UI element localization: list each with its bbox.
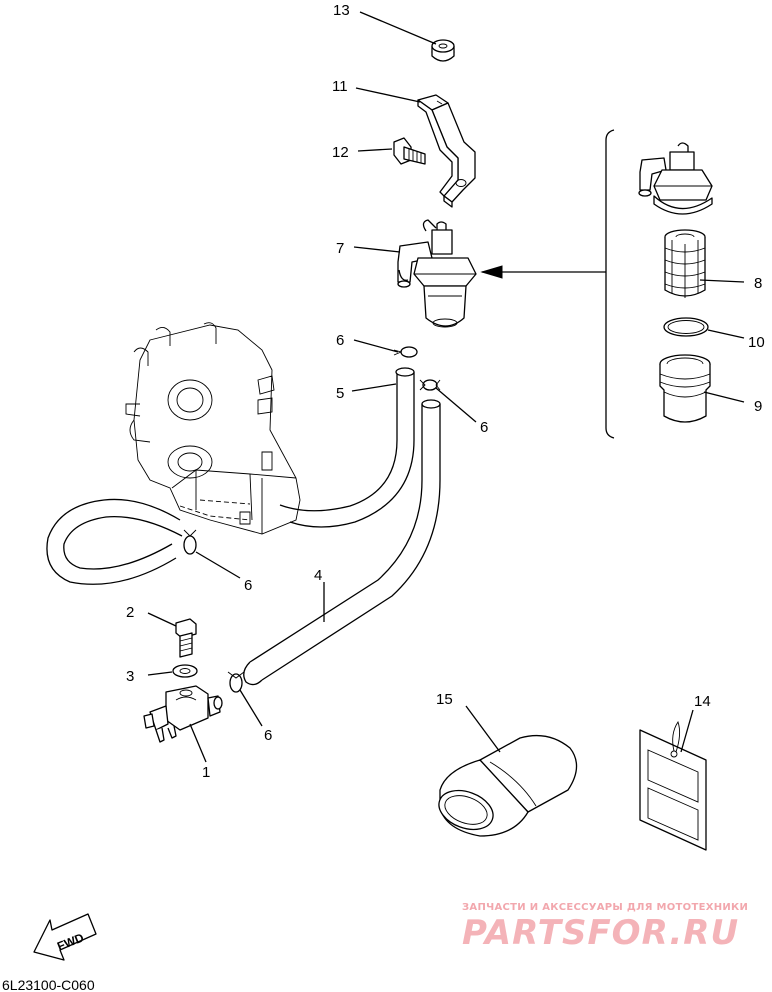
- part-4-fuel-hose: [243, 399, 441, 686]
- part-2-bolt: [175, 618, 197, 658]
- part-3-washer: [172, 664, 198, 678]
- forward-direction-indicator: FWD: [33, 913, 97, 961]
- leader-lines: [147, 11, 745, 763]
- diagram-code: 6L23100-C060: [2, 977, 95, 992]
- callout-1: 1: [202, 764, 210, 781]
- callout-14: 14: [694, 693, 711, 710]
- part-15-cover: [438, 734, 578, 837]
- filter-detail-head: [638, 142, 713, 215]
- part-6-clip-pump: [227, 671, 245, 693]
- part-6-clip-carb: [183, 529, 197, 555]
- part-11-bracket: [417, 94, 476, 208]
- part-6-clip-upper: [393, 346, 418, 358]
- callout-13: 13: [333, 2, 350, 19]
- watermark-brand: PARTSFOR.RU: [462, 913, 739, 953]
- callout-6-upper: 6: [336, 332, 344, 349]
- part-7-fuel-filter: [397, 219, 477, 328]
- callout-7: 7: [336, 240, 344, 257]
- filter-detail-bracket: [480, 129, 615, 439]
- callout-6-pump: 6: [264, 727, 272, 744]
- part-9-filter-cup: [659, 354, 711, 423]
- callout-6-middle: 6: [480, 419, 488, 436]
- part-10-o-ring: [663, 317, 709, 337]
- callout-8: 8: [754, 275, 762, 292]
- callout-labels: 13 11 12 7 6 5 6 6 4 2 3 6 1 15 14 8 10 …: [126, 2, 765, 781]
- watermark: ЗАПЧАСТИ И АКСЕССУАРЫ ДЛЯ МОТОТЕХНИКИ PA…: [462, 902, 748, 953]
- part-8-filter-element: [664, 229, 706, 298]
- watermark-tagline: ЗАПЧАСТИ И АКСЕССУАРЫ ДЛЯ МОТОТЕХНИКИ: [462, 902, 748, 913]
- callout-15: 15: [436, 691, 453, 708]
- callout-10: 10: [748, 334, 765, 351]
- part-6-clip-middle: [419, 379, 441, 391]
- callout-12: 12: [332, 144, 349, 161]
- callout-9: 9: [754, 398, 762, 415]
- carburetor-reference: [125, 322, 301, 535]
- part-12-bolt: [393, 137, 426, 165]
- part-13-nut: [431, 39, 455, 62]
- callout-2: 2: [126, 604, 134, 621]
- part-5-fuel-hose: [46, 367, 415, 585]
- callout-5: 5: [336, 385, 344, 402]
- callout-4: 4: [314, 567, 322, 584]
- part-14-label: [639, 720, 707, 851]
- callout-3: 3: [126, 668, 134, 685]
- callout-6-carb: 6: [244, 577, 252, 594]
- callout-11: 11: [332, 78, 348, 95]
- part-1-fuel-joint: [143, 685, 223, 743]
